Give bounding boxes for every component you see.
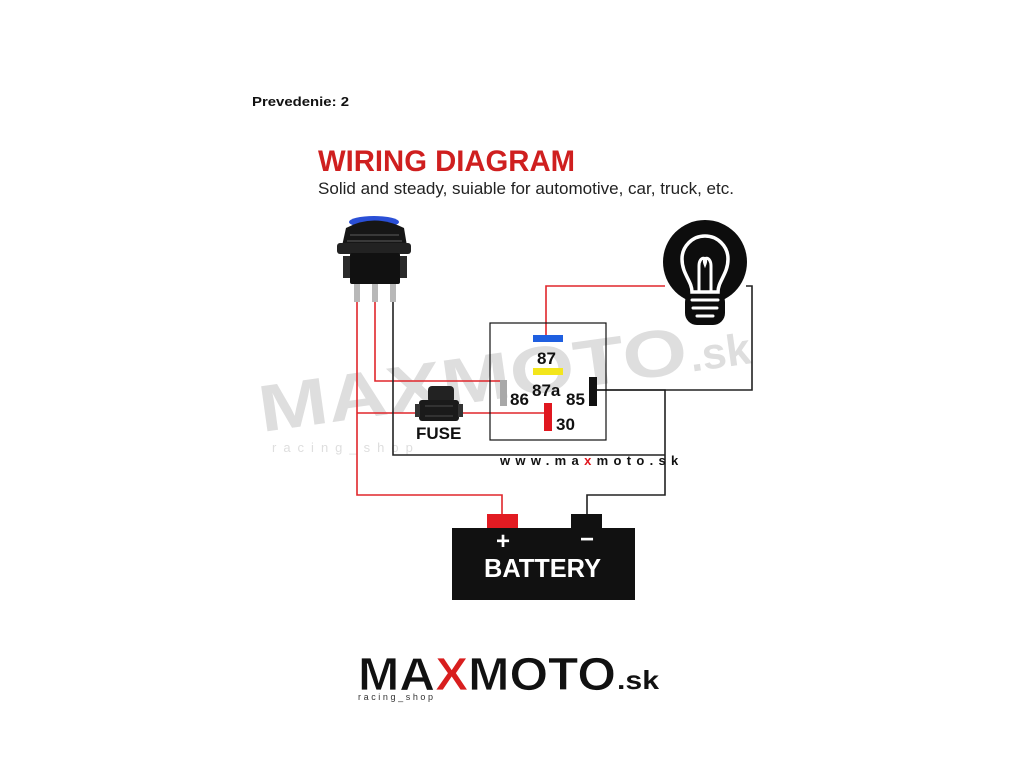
battery-label: BATTERY [484, 553, 601, 583]
website-url: www.maxmoto.sk [499, 453, 684, 468]
logo-brand-highlight: X [435, 648, 468, 700]
website-url-part-1: www.ma [499, 453, 584, 468]
website-url-part-2: moto.sk [597, 453, 684, 468]
relay-pin-87-label: 87 [537, 349, 556, 368]
watermark-tld: .sk [686, 324, 754, 381]
relay-pin-87a-label: 87a [532, 381, 561, 400]
bulb-filament [697, 256, 713, 291]
switch-body [350, 253, 400, 284]
fuse-body-ridges [425, 405, 453, 417]
fuse-body [419, 400, 459, 421]
relay-86-marker [500, 380, 507, 406]
relay-pin-30-label: 30 [556, 415, 575, 434]
relay-85-marker [589, 377, 597, 406]
wire-bulb-to-87 [545, 285, 665, 335]
battery-negative-sign: − [580, 526, 594, 553]
relay-pin-86-label: 86 [510, 390, 529, 409]
switch-pin-1 [354, 284, 360, 302]
switch-pin-2 [372, 284, 378, 302]
rocker-switch-icon [337, 216, 411, 302]
relay-pin-85-label: 85 [566, 390, 585, 409]
relay-87-marker [533, 335, 563, 342]
switch-rocker-ridges [347, 234, 402, 242]
fuse-icon: FUSE [415, 386, 463, 443]
fuse-clip-left [415, 404, 420, 417]
logo-brand-part-1: MA [358, 648, 435, 700]
watermark-tagline: racing_shop [272, 440, 420, 455]
switch-flange [337, 243, 411, 254]
variant-label: Prevedenie: 2 [252, 94, 349, 109]
fuse-cap [428, 386, 454, 403]
wire-switch-to-86 [374, 302, 500, 382]
relay-30-marker [544, 403, 552, 431]
relay-box [489, 322, 607, 441]
logo-tagline: racing_shop [358, 692, 436, 702]
light-bulb-icon [663, 220, 747, 325]
battery-positive-sign: + [496, 528, 510, 555]
bulb-socket-lines [690, 298, 720, 318]
battery-negative-terminal [571, 514, 602, 529]
watermark-brand: MAXMOTO [254, 312, 692, 445]
switch-clip-right [400, 256, 407, 278]
wire-85-to-battery-negative [586, 389, 666, 514]
battery-positive-terminal [487, 514, 518, 529]
wire-switch-to-ground [392, 302, 665, 456]
switch-pin-3 [390, 284, 396, 302]
fuse-label: FUSE [416, 424, 461, 443]
switch-clip-left [343, 256, 350, 278]
diagram-title: WIRING DIAGRAM [318, 145, 575, 178]
logo-tld: .sk [617, 665, 660, 695]
fuse-clip-right [458, 404, 463, 417]
logo-brand-part-2: MOTO [468, 648, 616, 700]
battery-body [452, 528, 635, 600]
bulb-glass-outline [680, 234, 730, 294]
battery-icon: + − BATTERY [452, 514, 635, 600]
switch-rocker [342, 220, 407, 246]
diagram-subtitle: Solid and steady, suiable for automotive… [318, 180, 734, 198]
website-url-highlight: x [584, 453, 597, 468]
wire-bulb-return-to-85 [597, 285, 753, 391]
relay-87a-marker [533, 368, 563, 375]
relay-icon: 87 87a 86 85 30 [489, 322, 607, 441]
wire-switch-to-battery-positive [356, 302, 503, 514]
